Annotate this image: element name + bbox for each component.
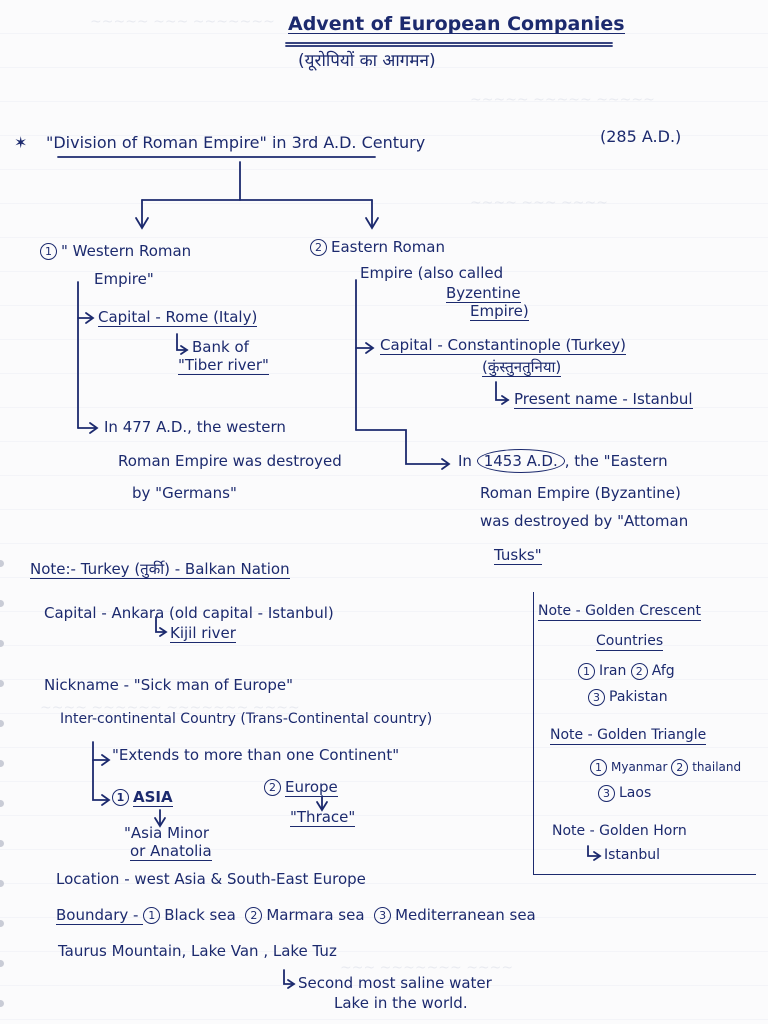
golden-horn-item: Istanbul [604,847,661,863]
number-badge: 2 [671,759,689,776]
eastern-fall-line4: Tusks" [494,546,542,565]
western-fall-line1: In 477 A.D., the western [104,418,286,436]
page-title-hindi: (यूरोपियों का आगमन) [298,51,436,71]
section-heading: "Division of Roman Empire" in 3rd A.D. C… [46,133,426,152]
turkey-extends: "Extends to more than one Continent" [112,746,400,764]
turkey-location: Location - west Asia & South-East Europe [56,870,366,888]
show-through-text: ~~~~~ ~~~ ~~~~~~~ [90,14,275,30]
eastern-present-name: Present name - Istanbul [514,390,693,409]
western-fall-line3: by "Germans" [132,484,237,502]
number-badge: 2 [310,239,327,256]
number-badge: 2 [264,779,281,796]
star-icon: ✶ [14,133,28,152]
western-empire-title-line2: Empire" [94,270,154,288]
golden-notes-box [533,592,756,875]
number-badge: 3 [588,688,605,706]
western-bank-river: "Tiber river" [178,356,269,375]
golden-horn-title: Note - Golden Horn [552,823,687,839]
show-through-text: ~~~~ ~~~ ~~~~ [470,195,608,211]
golden-crescent-title: Note - Golden Crescent [538,603,702,621]
western-fall-line2: Roman Empire was destroyed [118,452,342,470]
eastern-empire-title-line4: Empire) [470,302,529,321]
turkey-nickname: Nickname - "Sick man of Europe" [44,676,294,694]
show-through-text: ~~~~~ ~~~~~ ~~~~~ [470,92,655,108]
turkey-note: Note:- Turkey (तुर्की) - Balkan Nation [30,560,290,579]
golden-triangle-title: Note - Golden Triangle [550,727,707,745]
eastern-capital-hindi: (कुंस्तुनतुनिया) [482,358,562,377]
western-bank: Bank of [192,338,249,356]
eastern-capital: Capital - Constantinople (Turkey) [380,336,627,355]
eastern-fall-line2: Roman Empire (Byzantine) [480,484,681,502]
number-badge: 2 [630,662,648,680]
turkey-river: Kijil river [170,624,236,643]
eastern-empire-title-line3: Byzentine [446,284,521,303]
turkey-saline-line1: Second most saline water [298,974,492,992]
show-through-text: ~~~ ~~~~~~~ ~~~~ [340,960,514,976]
page-title: Advent of European Companies [288,13,625,35]
golden-crescent-sub: Countries [596,633,664,651]
number-badge: 3 [598,784,615,802]
number-badge: 1 [590,759,607,776]
number-badge: 2 [245,907,263,924]
turkey-intercontinental: Inter-continental Country (Trans-Contine… [60,711,433,727]
fall-year-circled: 1453 A.D. [476,449,565,473]
eastern-fall-line1: In 1453 A.D., the "Eastern [458,449,668,473]
turkey-asia-minor: "Asia Minor [124,824,210,842]
turkey-thrace: "Thrace" [290,808,356,827]
turkey-mountains: Taurus Mountain, Lake Van , Lake Tuz [58,942,337,960]
eastern-empire-title-line2: Empire (also called [360,264,504,282]
eastern-fall-line3: was destroyed by "Attoman [480,512,689,530]
number-badge: 1 [143,907,161,924]
number-badge: 1 [112,789,129,806]
western-empire-title: 1" Western Roman [40,242,191,260]
show-through-text: ~~~~ ~~~~~~ ~~~~~~~ ~~~~ [40,700,300,716]
section-heading-year: (285 A.D.) [600,127,682,146]
turkey-anatolia: or Anatolia [130,842,212,861]
number-badge: 3 [374,907,392,924]
turkey-saline-line2: Lake in the world. [334,994,468,1012]
number-badge: 1 [40,243,57,260]
binder-holes [0,560,8,1020]
turkey-capital: Capital - Ankara (old capital - Istanbul… [44,604,334,622]
western-capital: Capital - Rome (Italy) [98,308,258,327]
number-badge: 1 [578,662,595,680]
